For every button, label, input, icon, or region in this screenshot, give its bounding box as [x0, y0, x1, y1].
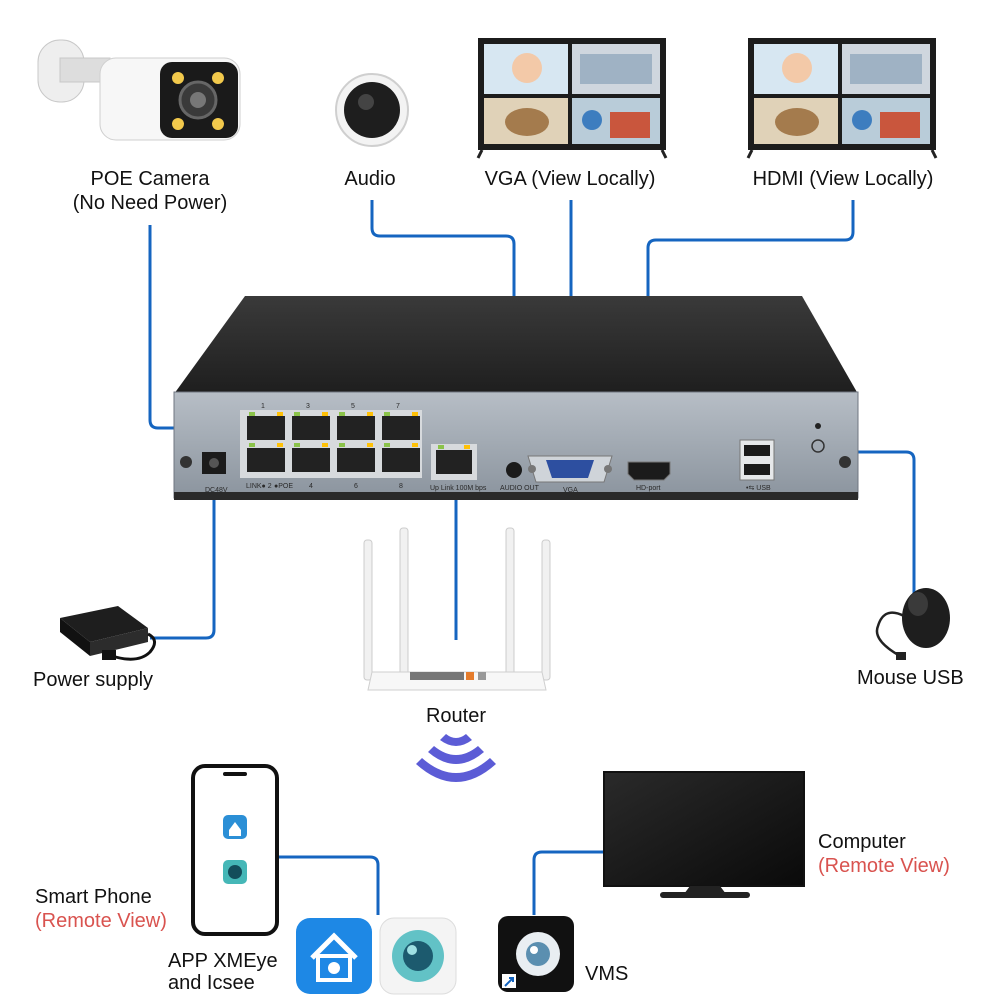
label-poe: ●POE [274, 483, 293, 490]
label-hd-port: HD-port [636, 485, 661, 492]
wire-usb [760, 450, 916, 600]
vga-label: VGA (View Locally) [484, 168, 656, 190]
computer-monitor-icon [603, 771, 805, 898]
hdmi-monitor-icon [746, 38, 938, 159]
hdmi-port [627, 461, 671, 481]
wifi-icon [416, 734, 496, 782]
vga-port [527, 455, 613, 483]
wire-camera [148, 225, 255, 430]
audio-out-port [506, 462, 522, 478]
label-port4: 4 [309, 483, 313, 490]
dc-power-port [202, 452, 226, 474]
vms-label: VMS [585, 963, 629, 985]
xmeye-app-icon [296, 918, 372, 994]
uplink-port [431, 444, 477, 480]
vga-monitor-icon [476, 38, 668, 159]
wire-audio [370, 200, 516, 465]
router-icon [363, 527, 551, 691]
label-top7: 7 [396, 403, 400, 410]
poe-camera-label: POE Camera (No Need Power) [50, 167, 250, 215]
label-top3: 3 [306, 403, 310, 410]
label-uplink: Up Link 100M bps [430, 485, 487, 492]
poe-camera-icon [37, 39, 241, 141]
label-link: LINK● 2 [246, 483, 272, 490]
audio-microphone-icon [335, 73, 409, 147]
power-supply-icon [60, 606, 156, 661]
smart-phone-remote-view: (Remote View) [35, 910, 167, 932]
vms-app-icon [498, 916, 574, 992]
icsee-app-icon [379, 917, 457, 995]
hdmi-label: HDMI (View Locally) [752, 168, 934, 190]
smart-phone-label: Smart Phone (Remote View) [35, 885, 167, 933]
mouse-usb-label: Mouse USB [857, 667, 964, 689]
mouse-icon [875, 588, 950, 660]
poe-camera-title: POE Camera [90, 168, 210, 190]
wire-hdmi [646, 200, 855, 470]
label-vga: VGA [563, 487, 578, 494]
app-label-line1: APP XMEye [168, 950, 278, 972]
nvr-port-labels: DC48V LINK● 2 ●POE 4 6 8 3 1 5 7 Up Link… [205, 403, 771, 494]
poe-camera-subtitle: (No Need Power) [72, 192, 228, 214]
audio-label: Audio [344, 168, 396, 190]
label-dc: DC48V [205, 487, 228, 494]
wire-computer-vms [532, 850, 608, 915]
app-label-line2: and Icsee [168, 972, 255, 994]
computer-label: Computer (Remote View) [818, 830, 950, 878]
wire-phone-app [278, 855, 380, 915]
label-top5: 5 [351, 403, 355, 410]
nvr-device: DC48V LINK● 2 ●POE 4 6 8 3 1 5 7 Up Link… [173, 296, 859, 500]
smart-phone-title: Smart Phone [35, 886, 152, 908]
power-supply-label: Power supply [33, 669, 154, 691]
app-label: APP XMEye and Icsee [168, 950, 278, 994]
wire-power [150, 468, 216, 640]
label-top1: 1 [261, 403, 265, 410]
label-usb: •⇆ USB [746, 485, 771, 492]
poe-ethernet-ports [240, 410, 422, 478]
label-port8: 8 [399, 483, 403, 490]
label-port6: 6 [354, 483, 358, 490]
smart-phone-icon [191, 764, 279, 936]
label-audio-out: AUDIO OUT [500, 485, 540, 492]
usb-ports [739, 439, 775, 481]
computer-remote-view: (Remote View) [818, 855, 950, 877]
router-label: Router [425, 705, 487, 727]
computer-title: Computer [818, 831, 906, 853]
